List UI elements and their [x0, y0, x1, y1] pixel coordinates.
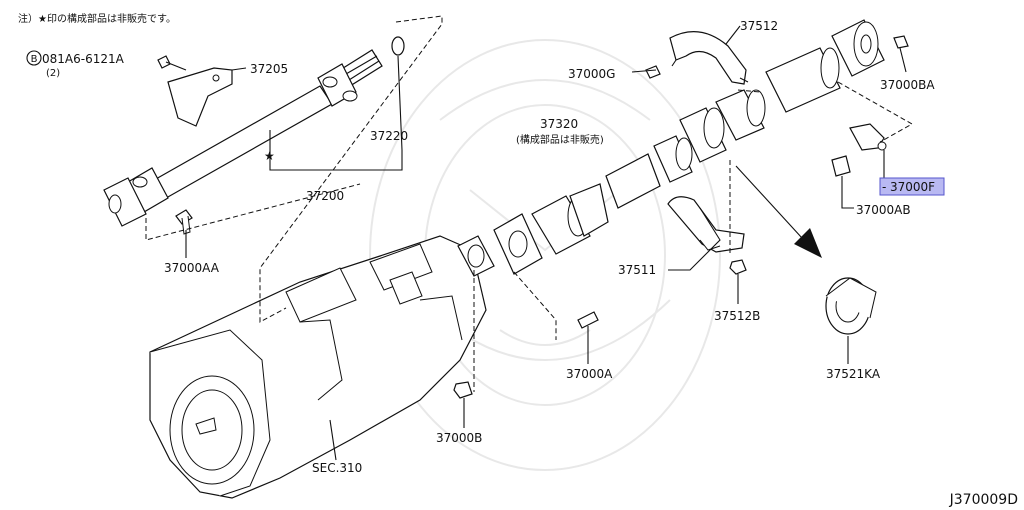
- lock-plate-37000F[interactable]: [849, 123, 887, 151]
- label-37000A[interactable]: 37000A: [566, 367, 613, 381]
- label-37320[interactable]: 37320: [540, 117, 578, 131]
- bolt-37000BA[interactable]: [893, 35, 909, 49]
- label-37320-note: (構成部品は非販売): [516, 133, 604, 146]
- leader-lines: [185, 25, 907, 461]
- label-37200[interactable]: 37200: [306, 189, 344, 203]
- bolt-spec-circle: [26, 50, 42, 66]
- bolt-081A6[interactable]: [157, 55, 187, 71]
- bolt-spec-circle-letter: B: [31, 54, 38, 65]
- label-37000AB[interactable]: 37000AB: [856, 203, 911, 217]
- highlight-37000F: [879, 177, 945, 196]
- front-propeller-shaft[interactable]: [103, 49, 383, 227]
- o-ring-37220[interactable]: [391, 36, 405, 56]
- nut-37000B[interactable]: [453, 381, 473, 399]
- bolt-37000AB[interactable]: [831, 155, 851, 177]
- dashed-guides: [145, 15, 914, 392]
- label-37521KA[interactable]: 37521KA: [826, 367, 881, 381]
- support-bracket-37511[interactable]: [667, 196, 745, 253]
- bolt-37000A[interactable]: [577, 311, 599, 329]
- label-37000F[interactable]: 37000F: [890, 180, 935, 194]
- label-37000F-dash: -: [882, 180, 886, 194]
- center-bearing-support-37512[interactable]: [669, 31, 749, 85]
- nut-37512B[interactable]: [729, 259, 747, 275]
- transmission-housing[interactable]: [149, 235, 495, 499]
- label-37220[interactable]: 37220: [370, 129, 408, 143]
- bracket-37205[interactable]: [167, 67, 233, 127]
- bearing-arrow: [735, 165, 822, 258]
- bolt-37000AA[interactable]: [175, 209, 193, 235]
- label-sec310[interactable]: SEC.310: [312, 461, 362, 475]
- label-37205[interactable]: 37205: [250, 62, 288, 76]
- label-081A6[interactable]: 081A6-6121A: [42, 52, 125, 66]
- bearing-37521KA[interactable]: [825, 277, 877, 335]
- label-37511[interactable]: 37511: [618, 263, 656, 277]
- bolt-37000G[interactable]: [645, 65, 661, 79]
- label-37000AA[interactable]: 37000AA: [164, 261, 220, 275]
- star-mark: ★: [264, 149, 275, 163]
- label-bolt-qty: (2): [46, 68, 60, 79]
- label-37000BA[interactable]: 37000BA: [880, 78, 935, 92]
- label-37000G[interactable]: 37000G: [568, 67, 615, 81]
- watermark-emblem: [369, 39, 721, 471]
- label-37512B[interactable]: 37512B: [714, 309, 760, 323]
- note-text: 注）★印の構成部品は非販売です。: [18, 12, 176, 25]
- diagram-code: J370009D: [949, 492, 1018, 508]
- rear-propeller-shaft[interactable]: [493, 19, 885, 275]
- label-37512[interactable]: 37512: [740, 19, 778, 33]
- label-37000B[interactable]: 37000B: [436, 431, 482, 445]
